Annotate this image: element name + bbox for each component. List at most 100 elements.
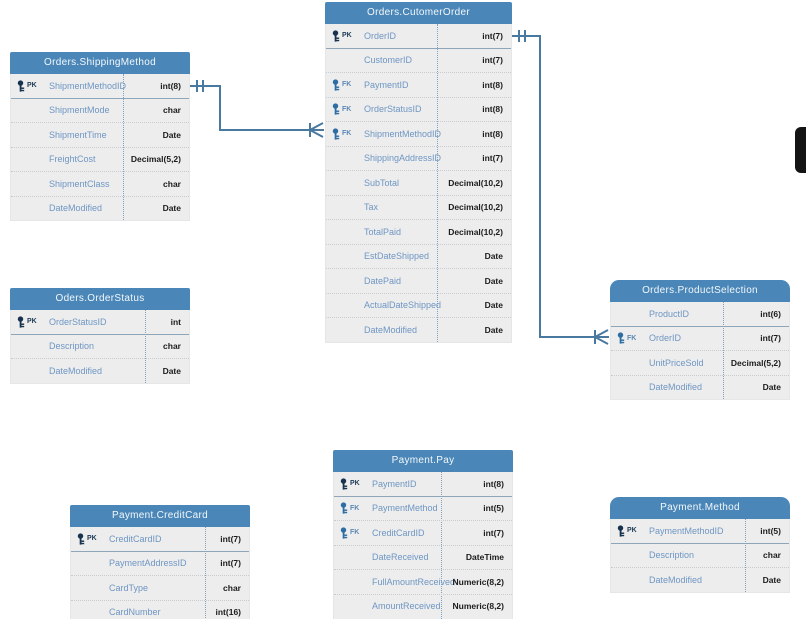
field-type: char (163, 178, 181, 189)
relationship-customerorder-to-productselection[interactable] (512, 30, 609, 345)
pk-key-cell: PK (11, 315, 49, 329)
table-title: Orders.ShippingMethod (10, 52, 190, 74)
field-name: PaymentID (364, 79, 409, 90)
key-type-label: FK (627, 334, 637, 342)
pk-key-cell: PK (11, 79, 49, 93)
pk-key-icon (617, 525, 625, 537)
field-name: DateModified (649, 574, 703, 585)
table-title: Payment.CreditCard (70, 505, 250, 527)
field-type: int(7) (220, 558, 241, 569)
field-name: DateModified (49, 203, 103, 214)
field-type: Date (484, 251, 503, 262)
field-name: SubTotal (364, 177, 400, 188)
fk-key-cell: FK (334, 501, 372, 515)
field-type: Date (162, 129, 181, 140)
field-type: int(8) (482, 104, 503, 115)
field-type: Date (484, 275, 503, 286)
field-row[interactable]: FK OrderStatusID int(8) (326, 98, 511, 122)
scrollbar-thumb[interactable] (795, 127, 806, 173)
field-name: EstDateShipped (364, 251, 430, 262)
key-type-label: FK (342, 81, 352, 89)
field-name: ShipmentClass (49, 178, 110, 189)
field-name: PaymentID (372, 478, 417, 489)
field-name: FullAmountReceived (372, 576, 456, 587)
field-row[interactable]: EstDateShipped Date (326, 245, 511, 269)
field-type: int(5) (760, 525, 781, 536)
field-name: OrderID (364, 30, 397, 41)
field-name: CreditCardID (372, 527, 425, 538)
field-row[interactable]: PK PaymentID int(8) (334, 472, 512, 497)
pk-key-cell: PK (326, 29, 364, 43)
field-name: UnitPriceSold (649, 357, 704, 368)
field-type: int(6) (760, 308, 781, 319)
pk-key-cell: PK (611, 524, 649, 538)
key-type-label: PK (350, 480, 360, 488)
fk-key-cell: FK (326, 78, 364, 92)
key-type-label: FK (350, 504, 360, 512)
field-name: OrderStatusID (364, 104, 422, 115)
pk-key-icon (17, 316, 25, 328)
field-type: char (163, 105, 181, 116)
field-type: int(8) (483, 478, 504, 489)
fk-key-cell: FK (334, 526, 372, 540)
field-name: CardType (109, 582, 149, 593)
field-type: int(5) (483, 503, 504, 514)
relationship-shippingmethod-to-customerorder[interactable] (190, 80, 324, 138)
key-type-label: PK (342, 32, 352, 40)
table-title: Orders.ProductSelection (610, 280, 790, 302)
field-name: FreightCost (49, 154, 96, 165)
field-name: TotalPaid (364, 226, 402, 237)
key-type-label: PK (27, 318, 37, 326)
key-type-label: PK (87, 535, 97, 543)
field-type: DateTime (465, 552, 504, 563)
field-row[interactable]: ShipmentClass char (11, 172, 189, 197)
fk-key-icon (332, 79, 340, 91)
key-type-label: FK (342, 105, 352, 113)
